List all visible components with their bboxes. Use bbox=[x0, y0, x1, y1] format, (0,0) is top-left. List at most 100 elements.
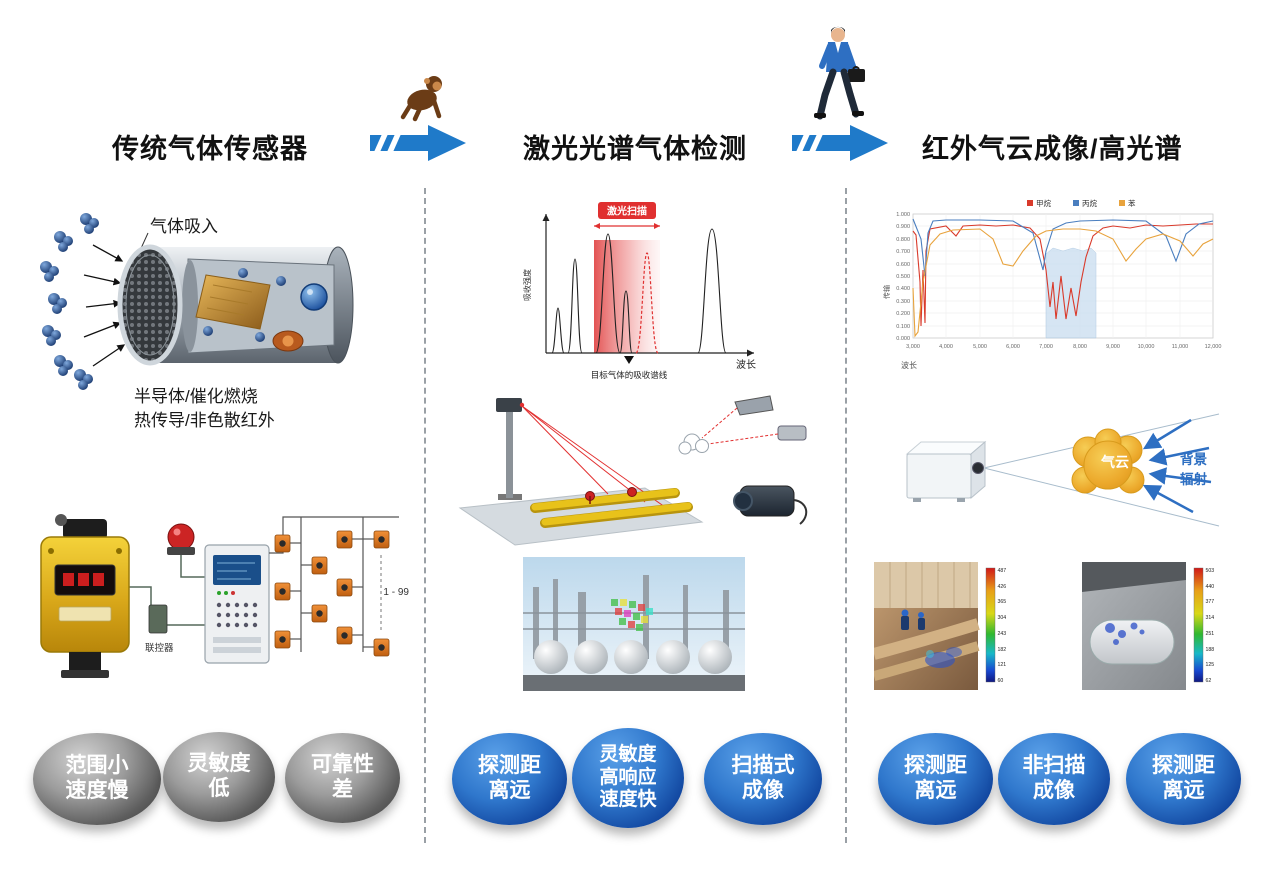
laser-scan-label: 激光扫描 bbox=[607, 205, 647, 218]
svg-text:0.400: 0.400 bbox=[896, 286, 910, 292]
svg-text:5,000: 5,000 bbox=[973, 344, 987, 350]
gas-cloud bbox=[1071, 428, 1145, 494]
badge-long-range-ir-2: 探测距 离远 bbox=[1126, 733, 1241, 825]
svg-text:251: 251 bbox=[1206, 631, 1215, 637]
badge-text: 灵敏度 低 bbox=[187, 752, 251, 800]
monkey-icon bbox=[400, 76, 442, 122]
target-gas-marker bbox=[624, 356, 634, 364]
svg-text:121: 121 bbox=[998, 662, 1007, 668]
sensor-cylinder bbox=[117, 244, 354, 366]
badge-limited-range: 范围小 速度慢 bbox=[33, 733, 161, 825]
remote-detectors bbox=[274, 530, 390, 657]
svg-text:440: 440 bbox=[1206, 584, 1215, 590]
badge-high-sensitivity-fast: 灵敏度 高响应 速度快 bbox=[572, 728, 684, 828]
gas-pipes bbox=[530, 487, 693, 528]
svg-text:0.800: 0.800 bbox=[896, 237, 910, 243]
badge-poor-reliability: 可靠性 差 bbox=[285, 733, 400, 823]
svg-text:0.600: 0.600 bbox=[896, 262, 910, 268]
svg-text:10,000: 10,000 bbox=[1138, 344, 1155, 350]
absorption-peaks bbox=[549, 228, 750, 354]
detector-range-label: 1 - 99 bbox=[383, 587, 409, 598]
svg-text:0.000: 0.000 bbox=[896, 336, 910, 342]
svg-text:62: 62 bbox=[1206, 678, 1212, 684]
infrared-camera bbox=[905, 440, 987, 502]
column2-title: 激光光谱气体检测 bbox=[523, 134, 747, 164]
badge-text: 灵敏度 高响应 速度快 bbox=[599, 744, 657, 811]
svg-text:314: 314 bbox=[1206, 615, 1215, 621]
svg-text:6,000: 6,000 bbox=[1006, 344, 1020, 350]
column3-title: 红外气云成像/高光谱 bbox=[922, 134, 1183, 164]
svg-text:9,000: 9,000 bbox=[1106, 344, 1120, 350]
svg-text:426: 426 bbox=[998, 584, 1007, 590]
legend-benzene: 苯 bbox=[1128, 198, 1136, 208]
svg-text:0.200: 0.200 bbox=[896, 311, 910, 317]
x-axis-label: 波长 bbox=[901, 360, 917, 370]
svg-text:60: 60 bbox=[998, 678, 1004, 684]
svg-text:125: 125 bbox=[1206, 662, 1215, 668]
svg-text:0.900: 0.900 bbox=[896, 224, 910, 230]
svg-text:188: 188 bbox=[1206, 647, 1215, 653]
color-scale-bar bbox=[985, 567, 996, 683]
column-separator-1 bbox=[424, 188, 426, 843]
svg-text:182: 182 bbox=[998, 647, 1007, 653]
y-axis-label: 吸收强度 bbox=[522, 269, 532, 301]
svg-text:304: 304 bbox=[998, 615, 1007, 621]
gas-cloud-label: 气云 bbox=[1101, 454, 1129, 470]
scanned-peak-dashed bbox=[635, 252, 659, 354]
workers bbox=[901, 609, 925, 630]
pipe-1 bbox=[874, 618, 980, 660]
color-scale-bar bbox=[1193, 567, 1204, 683]
camera-sensor bbox=[733, 485, 808, 525]
evolution-arrow-2 bbox=[792, 125, 888, 161]
gas-leak-overlay bbox=[1105, 622, 1145, 645]
controller-label: 联控器 bbox=[145, 642, 174, 654]
evolution-arrow-1 bbox=[370, 125, 466, 161]
intake-arrows bbox=[83, 244, 126, 367]
svg-text:503: 503 bbox=[1206, 568, 1215, 574]
badge-low-sensitivity: 灵敏度 低 bbox=[163, 732, 275, 822]
svg-text:0.100: 0.100 bbox=[896, 324, 910, 330]
svg-text:7,000: 7,000 bbox=[1039, 344, 1053, 350]
refinery-photo bbox=[523, 557, 745, 691]
gas-cloud-imaging-illustration bbox=[905, 413, 1220, 527]
x-axis-label: 波长 bbox=[736, 358, 756, 371]
svg-text:365: 365 bbox=[998, 599, 1007, 605]
thermal-image-tank: 503 440 377 314 251 188 125 62 bbox=[1082, 562, 1215, 690]
svg-text:0.500: 0.500 bbox=[896, 274, 910, 280]
handheld-detectors bbox=[678, 395, 807, 455]
gas-molecules bbox=[40, 213, 99, 390]
background-radiation-label: 背景 辐射 bbox=[1180, 452, 1207, 487]
badge-text: 范围小 速度慢 bbox=[65, 754, 129, 802]
ceiling bbox=[1082, 562, 1186, 592]
gas-visualization-overlay bbox=[611, 599, 653, 631]
badge-text: 扫描式 成像 bbox=[731, 754, 795, 802]
y-axis-label: 传输 bbox=[882, 285, 891, 299]
walking-person-icon bbox=[814, 26, 865, 120]
svg-text:487: 487 bbox=[998, 568, 1007, 574]
gas-plume-overlay bbox=[925, 647, 962, 668]
svg-text:0.700: 0.700 bbox=[896, 249, 910, 255]
laser-mast bbox=[496, 398, 525, 500]
laser-detection-illustration bbox=[458, 395, 808, 546]
badge-long-range-ir: 探测距 离远 bbox=[878, 733, 993, 825]
badge-long-range-laser: 探测距 离远 bbox=[452, 733, 567, 825]
alarm-beacon bbox=[167, 523, 195, 555]
badge-text: 可靠性 差 bbox=[311, 753, 374, 801]
series-methane bbox=[912, 223, 1213, 327]
storage-spheres bbox=[534, 640, 732, 674]
target-gas-annotation: 目标气体的吸收谱线 bbox=[591, 370, 668, 380]
svg-text:3,000: 3,000 bbox=[906, 344, 920, 350]
badge-text: 探测距 离远 bbox=[904, 754, 967, 802]
svg-text:377: 377 bbox=[1206, 599, 1215, 605]
wall bbox=[874, 562, 978, 608]
svg-text:8,000: 8,000 bbox=[1073, 344, 1087, 350]
badge-text: 探测距 离远 bbox=[478, 754, 541, 802]
radiation-arrows bbox=[1142, 418, 1212, 514]
laser-scan-label-box bbox=[598, 202, 656, 219]
